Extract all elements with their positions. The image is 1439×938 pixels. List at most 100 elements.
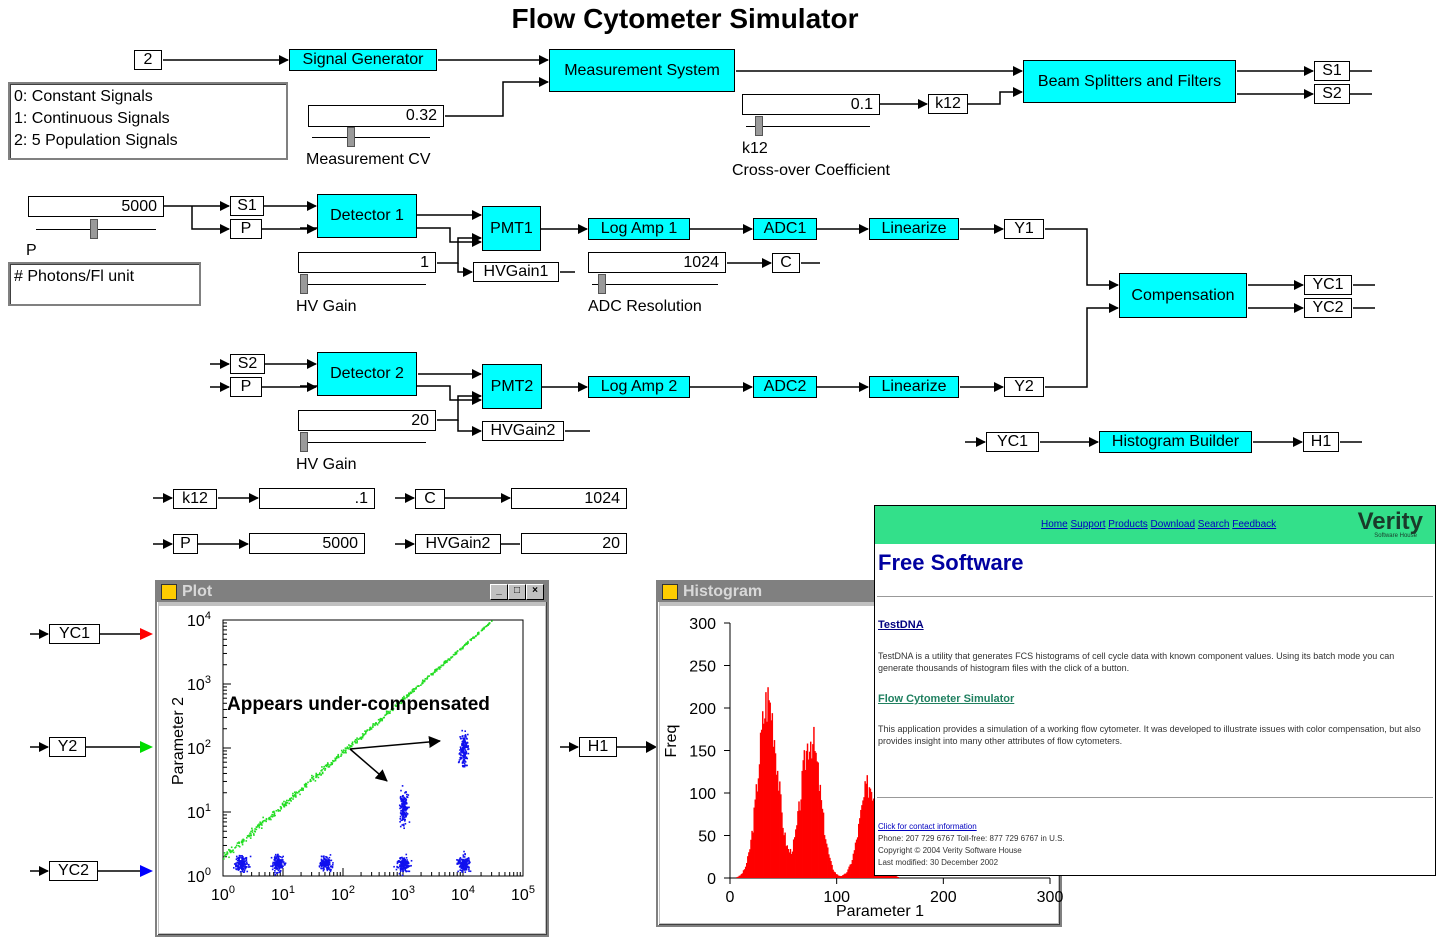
log-amp-2-block[interactable]: Log Amp 2 (588, 376, 690, 398)
adc-resolution-field[interactable]: 1024 (588, 252, 726, 273)
signal-generator-block[interactable]: Signal Generator (289, 49, 437, 71)
minimize-icon[interactable]: _ (490, 584, 508, 600)
histogram-bar (760, 729, 763, 878)
mode-input[interactable]: 2 (134, 50, 162, 70)
ch1-input-s1[interactable]: S1 (230, 196, 264, 216)
histogram-input-h1[interactable]: H1 (579, 737, 617, 757)
display-k12-port[interactable]: k12 (173, 489, 217, 509)
scatter-point-green (344, 747, 347, 749)
plot-window-titlebar[interactable]: Plot _ □ × (157, 582, 547, 602)
histogram-bar (751, 830, 753, 878)
k12-caption: k12 (742, 140, 768, 157)
nav-link-support[interactable]: Support (1070, 519, 1106, 530)
log-amp-1-block[interactable]: Log Amp 1 (588, 218, 690, 240)
linearize-1-block[interactable]: Linearize (869, 218, 959, 240)
k12-port[interactable]: k12 (928, 94, 968, 114)
adc1-block[interactable]: ADC1 (753, 218, 817, 240)
detector-1-block[interactable]: Detector 1 (317, 194, 417, 238)
scatter-point-green (409, 692, 411, 695)
compensation-block[interactable]: Compensation (1119, 273, 1247, 318)
scatter-point-blue (243, 864, 245, 866)
nav-link-products[interactable]: Products (1108, 519, 1148, 530)
maximize-icon[interactable]: □ (508, 584, 526, 600)
testdna-link[interactable]: TestDNA (878, 619, 924, 631)
scatter-point-blue (465, 736, 467, 738)
histogram-bar (855, 839, 858, 878)
hv-gain-2-slider-thumb[interactable] (300, 432, 308, 452)
close-icon[interactable]: × (526, 584, 544, 600)
display-p-port[interactable]: P (173, 534, 198, 554)
beam-splitters-block[interactable]: Beam Splitters and Filters (1023, 60, 1236, 103)
histogram-x-tick-label: 200 (930, 889, 957, 906)
scatter-point-green (331, 762, 334, 764)
histogram-builder-block[interactable]: Histogram Builder (1099, 431, 1252, 453)
nav-link-download[interactable]: Download (1150, 519, 1196, 530)
contact-link[interactable]: Click for contact information (878, 822, 977, 831)
scatter-point-green (268, 818, 270, 821)
nav-link-feedback[interactable]: Feedback (1232, 519, 1277, 530)
scatter-point-green (298, 790, 301, 793)
adc-c-port[interactable]: C (772, 253, 800, 273)
hv-gain-2-field[interactable]: 20 (298, 410, 436, 431)
scatter-point-green (452, 653, 455, 656)
hv-gain-1-field[interactable]: 1 (298, 252, 436, 273)
scatter-point-blue (274, 855, 276, 858)
hv-gain-1-slider-thumb[interactable] (300, 274, 308, 294)
display-hvgain2-port[interactable]: HVGain2 (415, 534, 501, 554)
detector-2-block[interactable]: Detector 2 (317, 352, 417, 396)
mode-legend-line: 0: Constant Signals (14, 88, 153, 105)
scatter-point-blue (459, 869, 462, 871)
nav-link-home[interactable]: Home (1041, 519, 1068, 530)
scatter-point-blue (460, 754, 462, 757)
ch2-input-p[interactable]: P (230, 377, 262, 397)
scatter-point-blue (403, 860, 406, 863)
scatter-point-blue (404, 800, 407, 803)
output-s2[interactable]: S2 (1314, 84, 1350, 104)
output-yc2[interactable]: YC2 (1304, 298, 1352, 318)
scatter-point-blue (405, 863, 408, 865)
measurement-cv-slider-thumb[interactable] (347, 127, 355, 147)
measurement-cv-field[interactable]: 0.32 (308, 105, 444, 127)
adc2-block[interactable]: ADC2 (753, 376, 817, 398)
flow-cytometer-simulator-link[interactable]: Flow Cytometer Simulator (878, 693, 1015, 705)
plot-input-yc2[interactable]: YC2 (49, 861, 98, 881)
scatter-point-green (250, 830, 252, 833)
hvgain2-port[interactable]: HVGain2 (482, 421, 564, 441)
output-y2[interactable]: Y2 (1004, 377, 1044, 397)
scatter-point-blue (404, 858, 406, 861)
adc-resolution-slider-thumb[interactable] (598, 274, 606, 294)
photons-field[interactable]: 5000 (28, 196, 164, 217)
ch1-input-p[interactable]: P (230, 219, 262, 239)
display-c-port[interactable]: C (415, 489, 445, 509)
histogram-bar (895, 875, 897, 878)
histogram-bar (870, 791, 873, 878)
scatter-point-green (369, 726, 372, 729)
k12-slider-thumb[interactable] (755, 116, 763, 136)
ch2-input-s2[interactable]: S2 (230, 354, 265, 374)
histogram-builder-input-yc1[interactable]: YC1 (986, 432, 1039, 452)
histogram-bar (867, 797, 870, 878)
linearize-2-block[interactable]: Linearize (869, 376, 959, 398)
scatter-point-green (392, 709, 394, 712)
scatter-point-green (289, 799, 292, 801)
measurement-system-block[interactable]: Measurement System (549, 49, 735, 92)
hvgain1-port[interactable]: HVGain1 (473, 262, 559, 282)
output-s1[interactable]: S1 (1314, 61, 1350, 81)
output-yc1[interactable]: YC1 (1304, 275, 1352, 295)
output-h1[interactable]: H1 (1303, 432, 1339, 452)
nav-link-search[interactable]: Search (1197, 519, 1230, 530)
scatter-point-blue (272, 861, 274, 864)
plot-input-y2[interactable]: Y2 (49, 737, 86, 757)
k12-field[interactable]: 0.1 (742, 94, 880, 115)
plot-input-yc1[interactable]: YC1 (49, 624, 100, 644)
scatter-point-blue (406, 866, 409, 868)
output-y1[interactable]: Y1 (1004, 219, 1044, 239)
scatter-point-green (228, 856, 230, 859)
photons-slider-thumb[interactable] (90, 219, 98, 239)
scatter-point-green (263, 820, 265, 822)
pmt2-block[interactable]: PMT2 (482, 364, 542, 409)
scatter-point-blue (462, 867, 465, 870)
scatter-point-blue (326, 856, 328, 859)
pmt1-block[interactable]: PMT1 (482, 206, 541, 251)
